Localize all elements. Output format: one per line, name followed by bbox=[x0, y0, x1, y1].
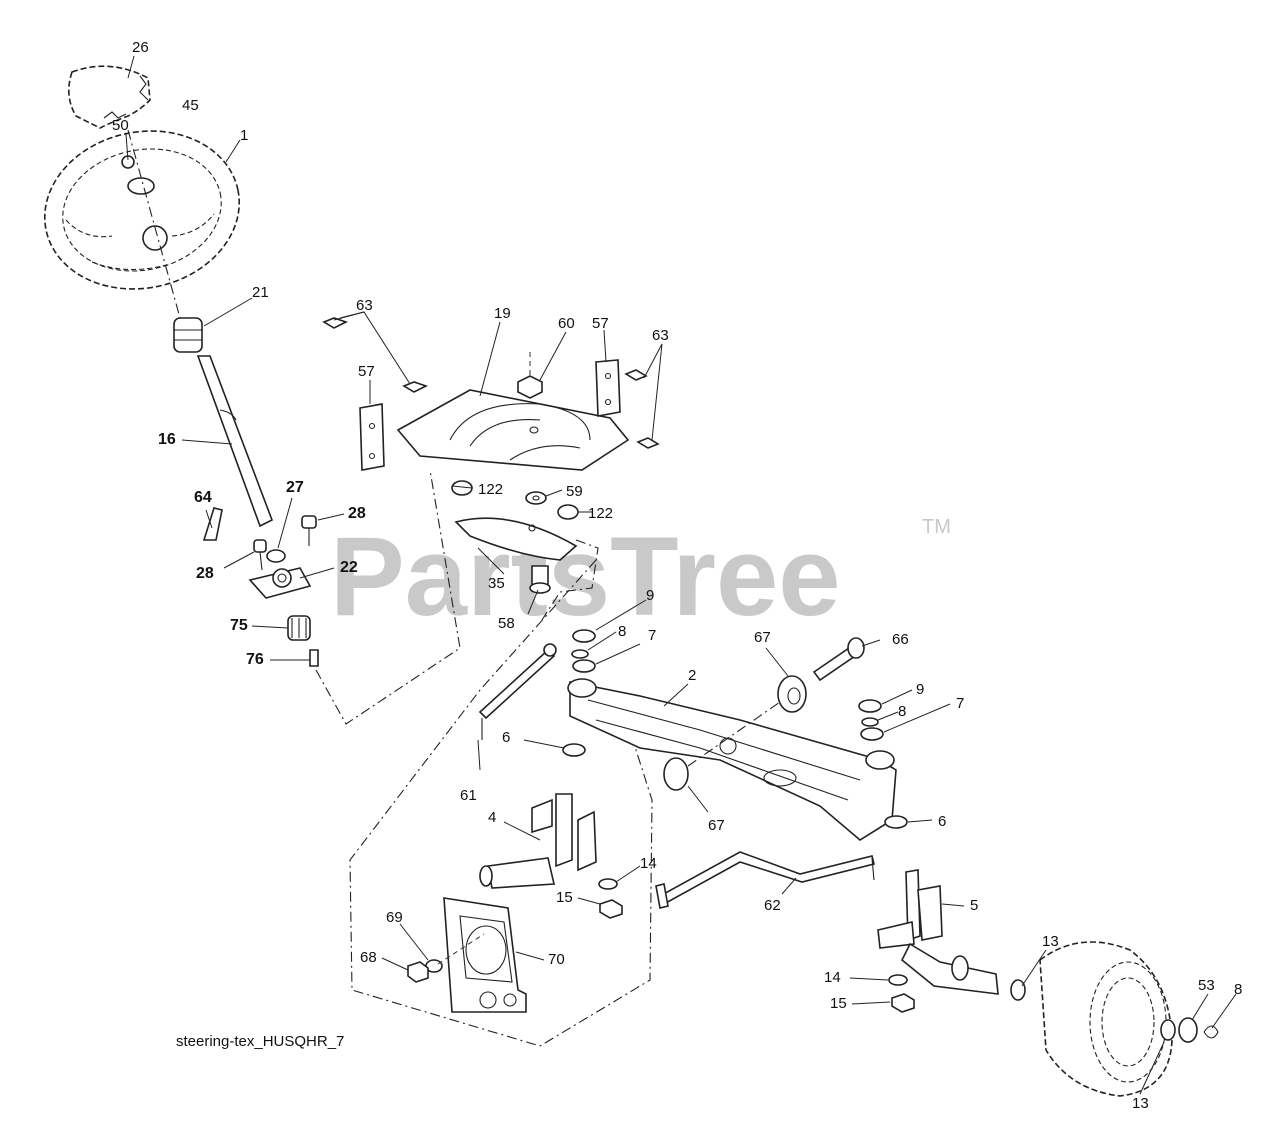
pinion-axis-line bbox=[315, 469, 461, 725]
bolt-76-part[interactable] bbox=[309, 649, 319, 667]
callout-59: 59 bbox=[566, 483, 583, 500]
callout-13-upper: 13 bbox=[1042, 933, 1059, 950]
front-axle-part[interactable] bbox=[567, 678, 897, 841]
watermark-trademark: TM bbox=[922, 516, 951, 538]
bracket-70-part[interactable] bbox=[443, 897, 527, 1013]
callout-122-left: 122 bbox=[478, 481, 503, 498]
spindle-5-part[interactable] bbox=[877, 869, 999, 995]
callout-14-left: 14 bbox=[640, 855, 657, 872]
bushing-67-lower-part[interactable] bbox=[663, 757, 689, 791]
callout-35: 35 bbox=[488, 575, 505, 592]
callout-21: 21 bbox=[252, 284, 269, 301]
callout-19: 19 bbox=[494, 305, 511, 322]
nut-60-part[interactable] bbox=[517, 352, 543, 399]
nut-122-right-part[interactable] bbox=[557, 504, 579, 520]
steering-plate-part[interactable] bbox=[396, 389, 630, 471]
callout-50: 50 bbox=[112, 117, 129, 134]
steering-shaft-part[interactable] bbox=[196, 355, 274, 528]
diagram-caption: steering-tex_HUSQHR_7 bbox=[176, 1033, 344, 1050]
washer-59-part[interactable] bbox=[525, 491, 547, 505]
nut-68-part[interactable] bbox=[407, 961, 429, 983]
callout-2: 2 bbox=[688, 667, 696, 684]
callout-8-left: 8 bbox=[618, 623, 626, 640]
front-wheel-part[interactable] bbox=[1010, 941, 1219, 1097]
adapter-21-part[interactable] bbox=[173, 317, 203, 353]
callout-6-right: 6 bbox=[938, 813, 946, 830]
callout-76: 76 bbox=[246, 651, 264, 668]
pivot-58-part[interactable] bbox=[529, 565, 551, 594]
callout-69: 69 bbox=[386, 909, 403, 926]
bracket-57-right-part[interactable] bbox=[595, 359, 621, 417]
callout-6-left: 6 bbox=[502, 729, 510, 746]
leader-lines bbox=[125, 55, 1237, 1095]
callout-8-wheel: 8 bbox=[1234, 981, 1242, 998]
callout-4: 4 bbox=[488, 809, 496, 826]
callout-8-right: 8 bbox=[898, 703, 906, 720]
callout-9-left: 9 bbox=[646, 587, 654, 604]
washer-14-right-part[interactable] bbox=[888, 974, 908, 986]
partstree-watermark: PartsTree bbox=[330, 514, 841, 639]
callout-58: 58 bbox=[498, 615, 515, 632]
steering-cap-part[interactable] bbox=[68, 65, 151, 129]
bracket-57-left-part[interactable] bbox=[359, 403, 385, 471]
flange-bearing-part[interactable] bbox=[248, 549, 312, 599]
callout-61: 61 bbox=[460, 787, 477, 804]
washer-stack-left-part[interactable] bbox=[571, 629, 596, 673]
steering-wheel-part[interactable] bbox=[30, 113, 254, 306]
callout-14-right: 14 bbox=[824, 969, 841, 986]
callout-15-left: 15 bbox=[556, 889, 573, 906]
washer-6-right-part[interactable] bbox=[884, 815, 908, 829]
tie-rod-part[interactable] bbox=[655, 851, 875, 909]
callout-16: 16 bbox=[158, 431, 176, 448]
shaft-axis-line bbox=[127, 129, 183, 326]
washer-14-left-part[interactable] bbox=[598, 878, 618, 890]
pinion-75-part[interactable] bbox=[287, 615, 311, 641]
bushing-67-upper-part[interactable] bbox=[777, 675, 807, 713]
spindle-4-part[interactable] bbox=[479, 793, 597, 889]
callout-63-right: 63 bbox=[652, 327, 669, 344]
callout-64: 64 bbox=[194, 489, 212, 506]
callout-57-right: 57 bbox=[592, 315, 609, 332]
washer-stack-right-part[interactable] bbox=[858, 699, 884, 741]
nut-15-right-part[interactable] bbox=[891, 993, 915, 1013]
callout-15-right: 15 bbox=[830, 995, 847, 1012]
callout-5: 5 bbox=[970, 897, 978, 914]
callout-70: 70 bbox=[548, 951, 565, 968]
callout-63-left: 63 bbox=[356, 297, 373, 314]
washer-6-left-part[interactable] bbox=[562, 743, 586, 757]
pivot-bolt-66-part[interactable] bbox=[812, 637, 865, 682]
callout-9-right: 9 bbox=[916, 681, 924, 698]
callout-13-lower: 13 bbox=[1132, 1095, 1149, 1112]
callout-26: 26 bbox=[132, 39, 149, 56]
frame-dash-2 bbox=[349, 559, 653, 1047]
callout-1: 1 bbox=[240, 127, 248, 144]
callout-7-right: 7 bbox=[956, 695, 964, 712]
bracket-axis-line bbox=[437, 933, 485, 965]
callout-75: 75 bbox=[230, 617, 248, 634]
nut-15-left-part[interactable] bbox=[599, 899, 623, 919]
callout-67-lower: 67 bbox=[708, 817, 725, 834]
bolt-63-part[interactable] bbox=[322, 317, 660, 449]
callout-68: 68 bbox=[360, 949, 377, 966]
callout-28-lower: 28 bbox=[196, 565, 214, 582]
sector-gear-part[interactable] bbox=[454, 517, 578, 561]
callout-66: 66 bbox=[892, 631, 909, 648]
callout-27: 27 bbox=[286, 479, 304, 496]
callout-28-upper: 28 bbox=[348, 505, 366, 522]
callout-45: 45 bbox=[182, 97, 199, 114]
bolt-28-part[interactable] bbox=[253, 515, 317, 571]
callout-22: 22 bbox=[340, 559, 358, 576]
callout-122-right: 122 bbox=[588, 505, 613, 522]
drag-link-part[interactable] bbox=[478, 643, 557, 740]
callout-7-left: 7 bbox=[648, 627, 656, 644]
callout-53: 53 bbox=[1198, 977, 1215, 994]
pin-64-part[interactable] bbox=[202, 507, 223, 541]
frame-dash-1 bbox=[541, 539, 599, 621]
callout-57-left: 57 bbox=[358, 363, 375, 380]
callout-62: 62 bbox=[764, 897, 781, 914]
callout-60: 60 bbox=[558, 315, 575, 332]
callout-67-upper: 67 bbox=[754, 629, 771, 646]
